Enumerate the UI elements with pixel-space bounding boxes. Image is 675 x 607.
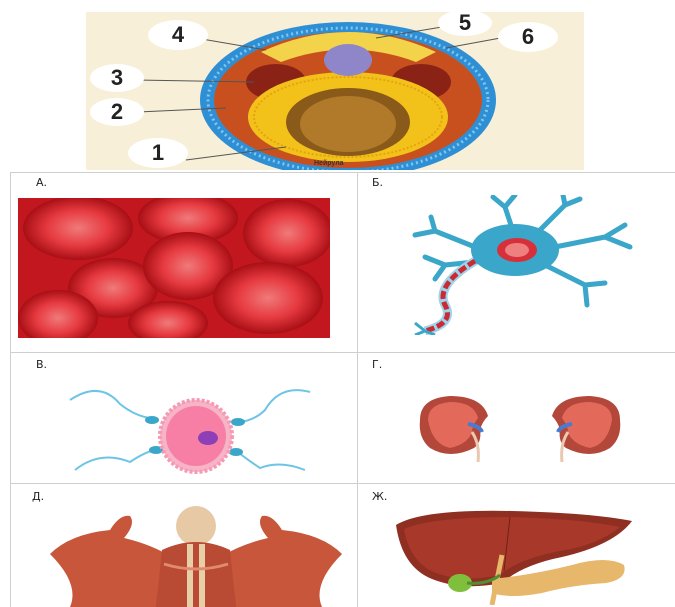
panel-v-label: В. — [36, 358, 47, 371]
grid-left-border — [10, 172, 11, 607]
panel-g-label: Г. — [372, 358, 382, 371]
label-1: 1 — [128, 138, 188, 168]
diagram-caption: Нейрула — [314, 160, 344, 167]
panel-b-label: Б. — [372, 176, 383, 189]
label-5: 5 — [438, 10, 492, 36]
panel-zh-label: Ж. — [372, 490, 387, 503]
neuron-image — [375, 195, 645, 335]
red-blood-cells-image — [18, 198, 330, 338]
grid-row2-border — [10, 483, 675, 484]
label-2: 2 — [90, 98, 144, 126]
back-muscles-image — [40, 504, 352, 607]
panel-a-label: А. — [36, 176, 47, 189]
liver-and-pancreas-image — [392, 505, 642, 605]
label-3: 3 — [90, 64, 144, 92]
grid-mid-divider — [357, 172, 358, 607]
neurula-diagram: 1 2 3 4 5 6 Нейрула — [86, 12, 584, 170]
grid-row1-border — [10, 352, 675, 353]
grid-top-border — [10, 172, 675, 173]
label-6: 6 — [498, 22, 558, 52]
label-4: 4 — [148, 20, 208, 50]
panel-d-label: Д. — [32, 490, 44, 503]
pointer-6-line — [446, 37, 506, 48]
egg-cell-with-sperm-image — [60, 380, 320, 480]
kidneys-image — [410, 392, 630, 464]
